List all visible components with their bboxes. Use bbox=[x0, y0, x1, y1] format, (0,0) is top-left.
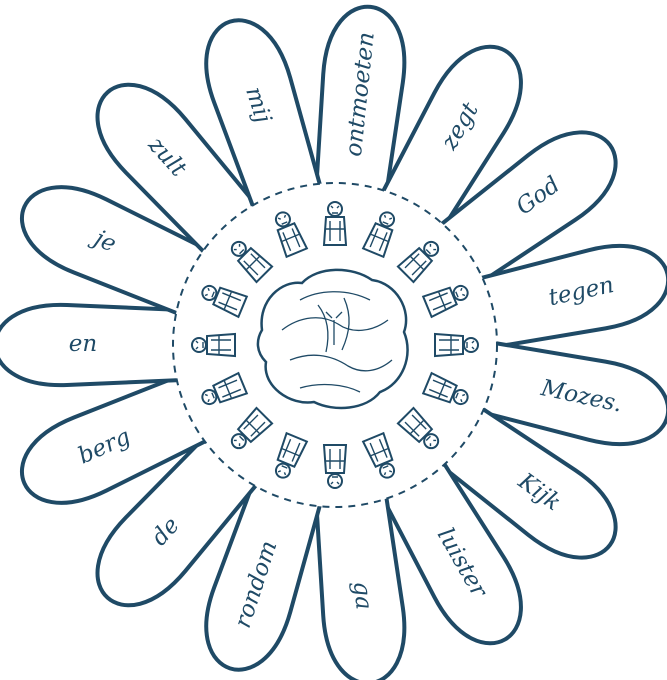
person-figure bbox=[192, 334, 235, 356]
person-figure bbox=[324, 202, 346, 245]
petal-word: ga bbox=[348, 580, 377, 611]
person-figure bbox=[435, 334, 478, 356]
mountain-icon bbox=[258, 270, 408, 408]
petal-word: en bbox=[69, 331, 97, 357]
person-figure bbox=[324, 445, 346, 488]
